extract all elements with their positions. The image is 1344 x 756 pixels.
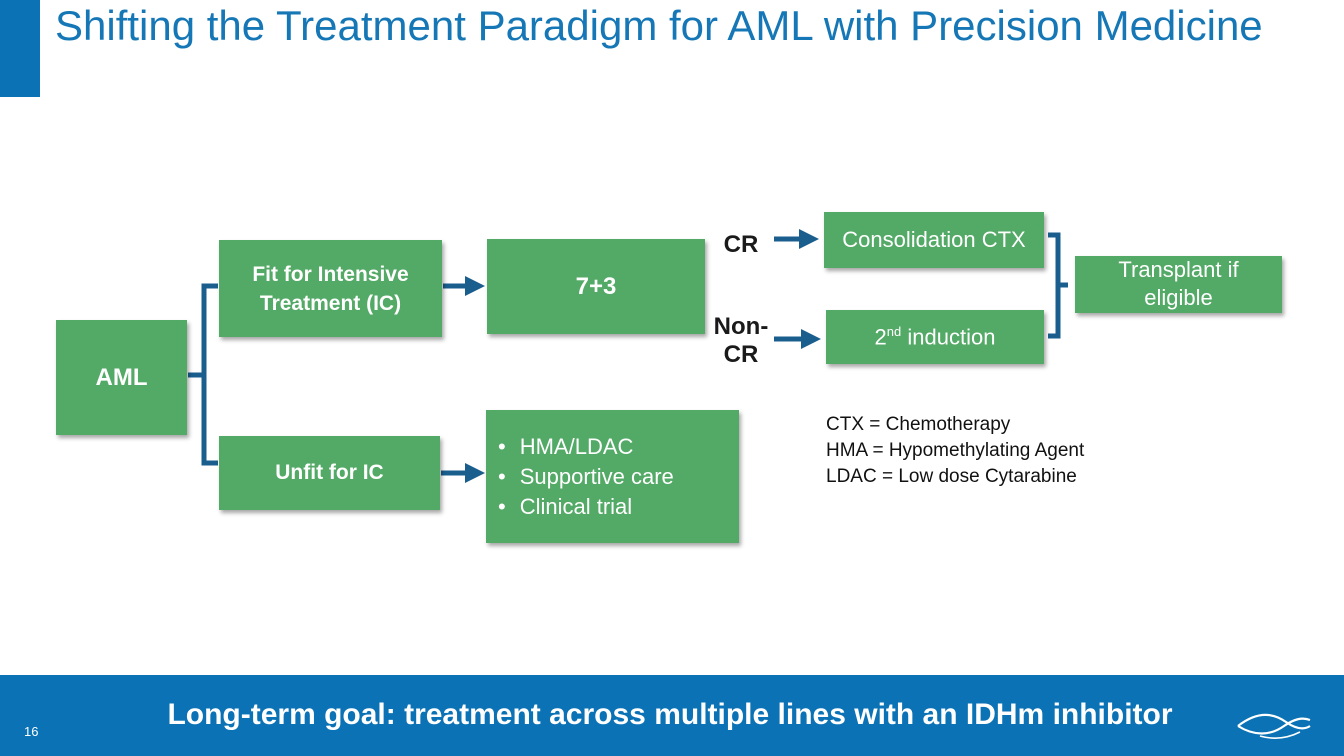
unfit-options-box: HMA/LDAC Supportive care Clinical trial bbox=[486, 410, 739, 543]
fit-for-ic-box: Fit for Intensive Treatment (IC) bbox=[219, 240, 442, 337]
regimen-label: 7+3 bbox=[575, 272, 617, 300]
consolidation-box: Consolidation CTX bbox=[824, 212, 1044, 268]
regimen-box: 7+3 bbox=[487, 239, 705, 334]
list-item: HMA/LDAC bbox=[498, 432, 674, 462]
page-number: 16 bbox=[24, 724, 39, 739]
consolidation-label: Consolidation CTX bbox=[842, 227, 1026, 252]
transplant-box: Transplant if eligible bbox=[1075, 256, 1282, 313]
footer-text: Long-term goal: treatment across multipl… bbox=[167, 698, 1173, 731]
cr-label: CR bbox=[723, 231, 759, 258]
legend-item: CTX = Chemotherapy bbox=[826, 414, 1011, 435]
second-induction-text: induction bbox=[901, 324, 996, 350]
abbreviation-legend: CTX = Chemotherapy HMA = Hypomethylating… bbox=[826, 412, 1084, 490]
list-item: Supportive care bbox=[498, 462, 674, 492]
legend-item: HMA = Hypomethylating Agent bbox=[826, 440, 1085, 461]
transplant-label: Transplant if eligible bbox=[1118, 257, 1239, 310]
second-induction-label: 2nd induction bbox=[875, 324, 996, 350]
aml-branch-bracket bbox=[201, 283, 218, 466]
noncr-label: Non-CR bbox=[713, 313, 769, 368]
wave-logo-icon bbox=[1237, 713, 1311, 739]
unfit-for-ic-label: Unfit for IC bbox=[275, 461, 384, 484]
title-accent-bar bbox=[0, 0, 40, 97]
unfit-for-ic-box: Unfit for IC bbox=[219, 436, 440, 510]
aml-label: AML bbox=[95, 363, 148, 391]
second-induction-suffix: nd bbox=[886, 323, 902, 339]
second-induction-box: 2nd induction bbox=[826, 310, 1044, 364]
second-induction-number: 2 bbox=[874, 324, 887, 350]
transplant-bracket bbox=[1048, 232, 1061, 339]
legend-item: LDAC = Low dose Cytarabine bbox=[826, 466, 1077, 487]
slide-title: Shifting the Treatment Paradigm for AML … bbox=[55, 2, 1263, 49]
aml-box: AML bbox=[56, 320, 187, 435]
footer-banner: 16 Long-term goal: treatment across mult… bbox=[0, 675, 1344, 756]
list-item: Clinical trial bbox=[498, 492, 674, 522]
unfit-options-list: HMA/LDAC Supportive care Clinical trial bbox=[498, 432, 674, 522]
fit-for-ic-label: Fit for Intensive Treatment (IC) bbox=[252, 262, 409, 315]
